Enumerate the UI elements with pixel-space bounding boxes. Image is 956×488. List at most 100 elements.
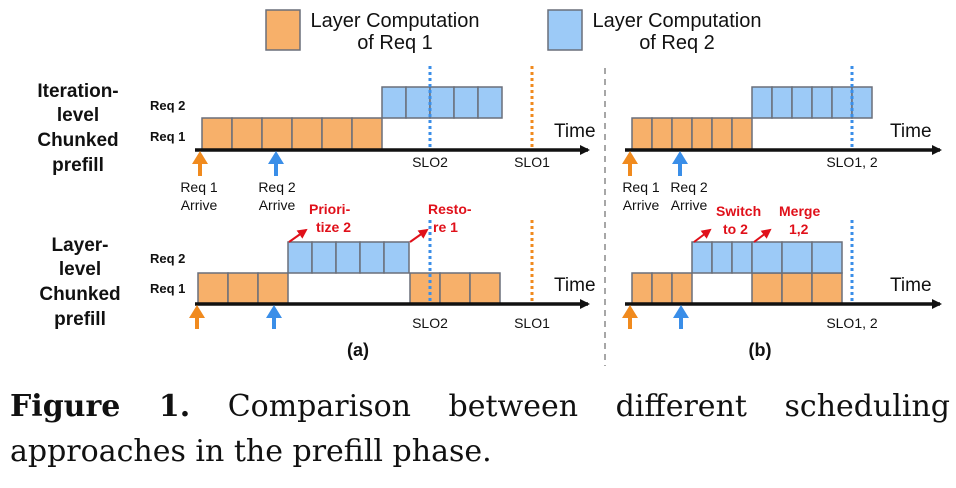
caption-text: Comparison between different scheduling … <box>10 389 951 469</box>
figure-label: Figure 1. <box>10 389 191 424</box>
req2-block <box>751 86 773 119</box>
req1-blocks <box>631 272 843 305</box>
req1-block <box>711 117 733 151</box>
req2-block <box>691 241 713 274</box>
req1-arrival-arrow <box>622 305 638 329</box>
req2-arrive-line2: Arrive <box>671 197 708 213</box>
req1-block <box>227 272 259 305</box>
switch-label-line2: to 2 <box>723 221 748 237</box>
req1-block <box>257 272 289 305</box>
legend-req1-line2: of Req 1 <box>357 32 433 54</box>
restore-arrow <box>409 228 429 243</box>
req1-arrive-line1: Req 1 <box>622 179 660 195</box>
req2-block <box>335 241 361 274</box>
req2-blocks <box>751 86 873 119</box>
time-label: Time <box>554 275 596 296</box>
req1-block <box>651 117 673 151</box>
prioritize-label-line1: Priori- <box>309 201 351 217</box>
req2-block <box>383 241 410 274</box>
row-layer-line2: level <box>59 259 101 280</box>
req1-block <box>351 117 383 151</box>
req1-arrive-line1: Req 1 <box>180 179 218 195</box>
legend: Layer Computation of Req 1 Layer Computa… <box>265 9 762 54</box>
req2-blocks <box>381 86 503 119</box>
row-layer-line4: prefill <box>54 309 106 330</box>
req1-block <box>439 272 471 305</box>
req1-block <box>631 272 653 305</box>
req2-arrival-arrow <box>672 151 688 176</box>
req1-block <box>291 117 323 151</box>
req2-label: Req 2 <box>150 251 185 266</box>
req1-arrival-arrow <box>192 151 208 176</box>
req2-arrival-arrow <box>266 305 282 329</box>
req1-label: Req 1 <box>150 281 185 296</box>
req1-block <box>201 117 233 151</box>
row-iteration-line3: Chunked <box>37 130 118 151</box>
req2-block <box>851 86 873 119</box>
req2-block <box>477 86 503 119</box>
req2-block <box>711 241 733 274</box>
req2-blocks <box>691 241 843 274</box>
req1-block <box>469 272 501 305</box>
row-iteration-line2: level <box>57 105 99 126</box>
req2-block <box>781 241 813 274</box>
row-layer-line1: Layer- <box>51 235 108 256</box>
row-layer-line3: Chunked <box>39 284 120 305</box>
req2-block <box>287 241 313 274</box>
req2-arrive-line2: Arrive <box>259 197 296 213</box>
time-label: Time <box>890 121 932 142</box>
merge-label-line1: Merge <box>779 203 820 219</box>
row-iteration-line1: Iteration- <box>37 81 118 102</box>
panel-b-label: (b) <box>749 340 772 360</box>
req2-blocks <box>287 241 410 274</box>
panel-b-bottom: Time SLO1, 2 Switch to 2 Merge 1,2 (b) <box>622 203 942 360</box>
prioritize-label-line2: tize 2 <box>316 219 351 235</box>
legend-req2-line1: Layer Computation <box>593 10 762 32</box>
req2-block <box>791 86 813 119</box>
req2-block <box>359 241 385 274</box>
req1-block <box>671 117 693 151</box>
req1-block <box>781 272 813 305</box>
req1-block <box>197 272 229 305</box>
slo2-label: SLO2 <box>412 315 448 331</box>
row-iteration-line4: prefill <box>52 155 104 176</box>
req1-blocks <box>201 117 383 151</box>
req1-block <box>409 272 441 305</box>
req2-arrival-arrow <box>673 305 689 329</box>
req2-block <box>405 86 431 119</box>
slo12-label: SLO1, 2 <box>826 315 878 331</box>
req2-block <box>311 241 337 274</box>
req1-block <box>811 272 843 305</box>
req2-block <box>453 86 479 119</box>
req1-arrive-line2: Arrive <box>623 197 660 213</box>
time-label: Time <box>890 275 932 296</box>
prioritize-arrow <box>288 228 308 243</box>
req2-block <box>751 241 783 274</box>
legend-swatch-req2 <box>547 9 583 51</box>
req2-arrive-line1: Req 2 <box>258 179 296 195</box>
req1-block <box>731 117 753 151</box>
req1-label: Req 1 <box>150 129 185 144</box>
req1-block <box>631 117 653 151</box>
req2-arrive-line1: Req 2 <box>670 179 708 195</box>
time-label: Time <box>554 121 596 142</box>
req2-block <box>811 241 843 274</box>
merge-label-line2: 1,2 <box>789 221 809 237</box>
slo12-label: SLO1, 2 <box>826 154 878 170</box>
req1-block <box>651 272 673 305</box>
legend-req1-line1: Layer Computation <box>311 10 480 32</box>
req2-arrival-arrow <box>268 151 284 176</box>
req1-block <box>321 117 353 151</box>
slo2-label: SLO2 <box>412 154 448 170</box>
req2-block <box>381 86 407 119</box>
req1-block <box>261 117 293 151</box>
legend-req2-line2: of Req 2 <box>639 32 715 54</box>
panel-a-top: Req 2 Req 1 Time SLO2 SLO1 <box>150 66 596 213</box>
req2-block <box>831 86 853 119</box>
req2-label: Req 2 <box>150 98 185 113</box>
slo1-label: SLO1 <box>514 154 550 170</box>
req2-block <box>429 86 455 119</box>
figure-caption: Figure 1. Comparison between different s… <box>10 384 950 474</box>
panel-a-bottom: Req 2 Req 1 Time SLO2 SLO1 <box>150 201 596 360</box>
